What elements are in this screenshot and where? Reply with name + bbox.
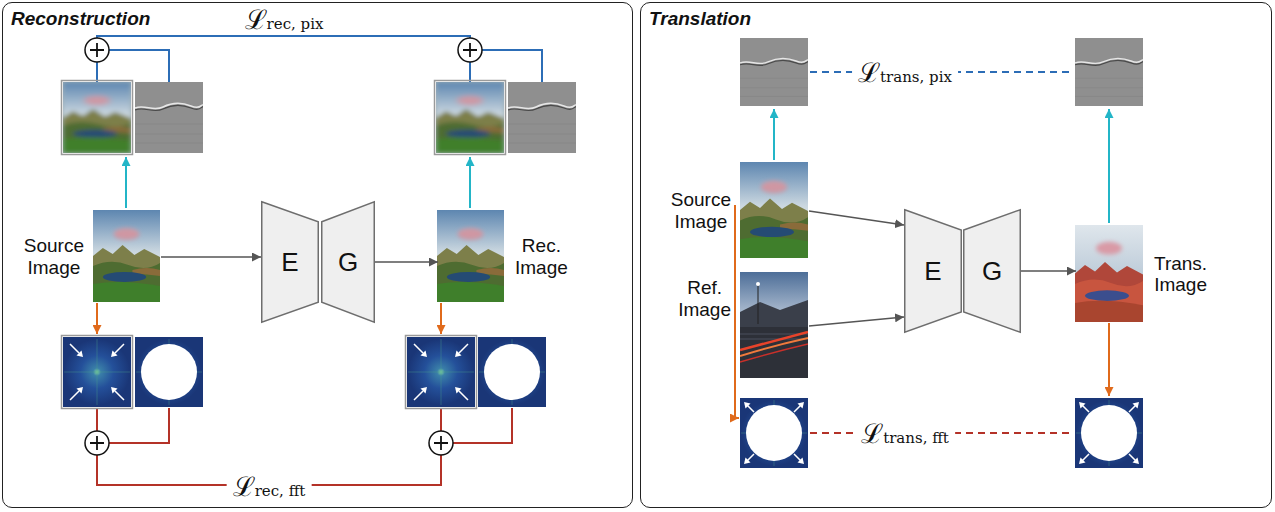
reconstructed-photo	[437, 210, 504, 302]
spectrum-image	[740, 398, 808, 468]
reference-photo	[740, 272, 808, 378]
label-wrap: Ref. Image	[678, 277, 731, 321]
flow-arrow	[1021, 270, 1076, 272]
image-tile: Trans. Image	[1076, 226, 1144, 323]
title-wrap: Reconstruction	[11, 8, 150, 30]
sum-symbol	[85, 38, 109, 62]
label-patch: ℒtrans, fft	[855, 419, 955, 448]
flow-arrow	[809, 211, 904, 225]
generator-block: G	[963, 209, 1021, 333]
wire	[97, 36, 470, 82]
image-tile: Source Image	[94, 211, 161, 303]
frame	[435, 81, 506, 155]
title-wrap: Translation	[649, 8, 751, 30]
encoder-block: E	[904, 209, 962, 333]
trapezoid	[322, 202, 375, 323]
label-wrap: G	[963, 209, 1021, 333]
arrow	[469, 157, 471, 208]
blurred-image	[436, 82, 504, 153]
sum-symbol	[85, 431, 109, 455]
frame	[62, 336, 133, 409]
trapezoid	[905, 210, 962, 333]
label-wrap: Source Image	[24, 235, 84, 279]
image-label: Ref. Image	[678, 277, 731, 321]
detail-image	[740, 38, 808, 106]
arrow	[440, 303, 442, 334]
loss-label: ℒtrans, pix	[858, 59, 952, 86]
label-patch: ℒrec, fft	[227, 472, 312, 501]
detail-image	[508, 82, 576, 153]
panel-title: Reconstruction	[11, 8, 150, 30]
spectrum-image	[407, 337, 475, 407]
image-tile: Source Image	[741, 163, 809, 259]
spectrum-image	[478, 337, 546, 407]
generator-block: G	[321, 201, 375, 323]
block-label: G	[982, 258, 1002, 284]
image-label: Source Image	[671, 189, 731, 233]
source-photo	[740, 162, 808, 258]
translated-photo	[1075, 225, 1143, 322]
trapezoid	[262, 202, 319, 323]
flow-arrow	[161, 256, 261, 258]
image-label: Rec. Image	[515, 235, 568, 279]
panel-title: Translation	[649, 8, 751, 30]
sum-symbol	[458, 38, 482, 62]
loss-label: ℒtrans, fft	[861, 420, 949, 447]
label-patch: ℒrec, pix	[239, 5, 330, 34]
spectrum-image	[1075, 398, 1143, 468]
flow-arrow	[809, 317, 904, 326]
image-tile: Ref. Image	[741, 273, 809, 379]
arrow	[773, 109, 775, 160]
flow-arrow	[375, 261, 438, 263]
loss-label: ℒrec, pix	[245, 6, 324, 33]
image-label: Trans. Image	[1154, 253, 1207, 297]
panel: ReconstructionSource Image E G Rec. Image	[2, 2, 633, 508]
arrow	[96, 303, 98, 334]
pixel-loss-wires	[97, 36, 542, 82]
label-wrap: Source Image	[671, 189, 731, 233]
image-label: Source Image	[24, 235, 84, 279]
frame	[62, 81, 133, 155]
loss-label: ℒrec, fft	[233, 473, 306, 500]
label-wrap: Rec. Image	[515, 235, 568, 279]
arrow	[1108, 323, 1110, 396]
trapezoid	[964, 210, 1021, 333]
label-wrap: Trans. Image	[1154, 253, 1207, 297]
block-label: E	[924, 258, 941, 284]
decompose-arrows	[97, 157, 470, 334]
detail-image	[1075, 38, 1143, 106]
detail-image	[135, 82, 203, 153]
source-photo	[93, 210, 160, 302]
arrow	[735, 205, 739, 418]
arrow	[1108, 109, 1110, 223]
sum-symbol	[429, 431, 453, 455]
label-wrap: E	[261, 201, 319, 323]
block-label: E	[281, 249, 298, 275]
arrow	[125, 157, 127, 208]
label-wrap: E	[904, 209, 962, 333]
decompose-arrows	[735, 109, 1109, 418]
encoder-block: E	[261, 201, 319, 323]
spectrum-image	[63, 337, 131, 407]
blurred-image	[63, 82, 131, 153]
block-label: G	[338, 249, 358, 275]
label-patch: ℒtrans, pix	[852, 58, 958, 87]
image-tile: Rec. Image	[438, 211, 505, 303]
spectrum-image	[135, 337, 203, 407]
frame	[406, 336, 477, 409]
label-wrap: G	[321, 201, 375, 323]
